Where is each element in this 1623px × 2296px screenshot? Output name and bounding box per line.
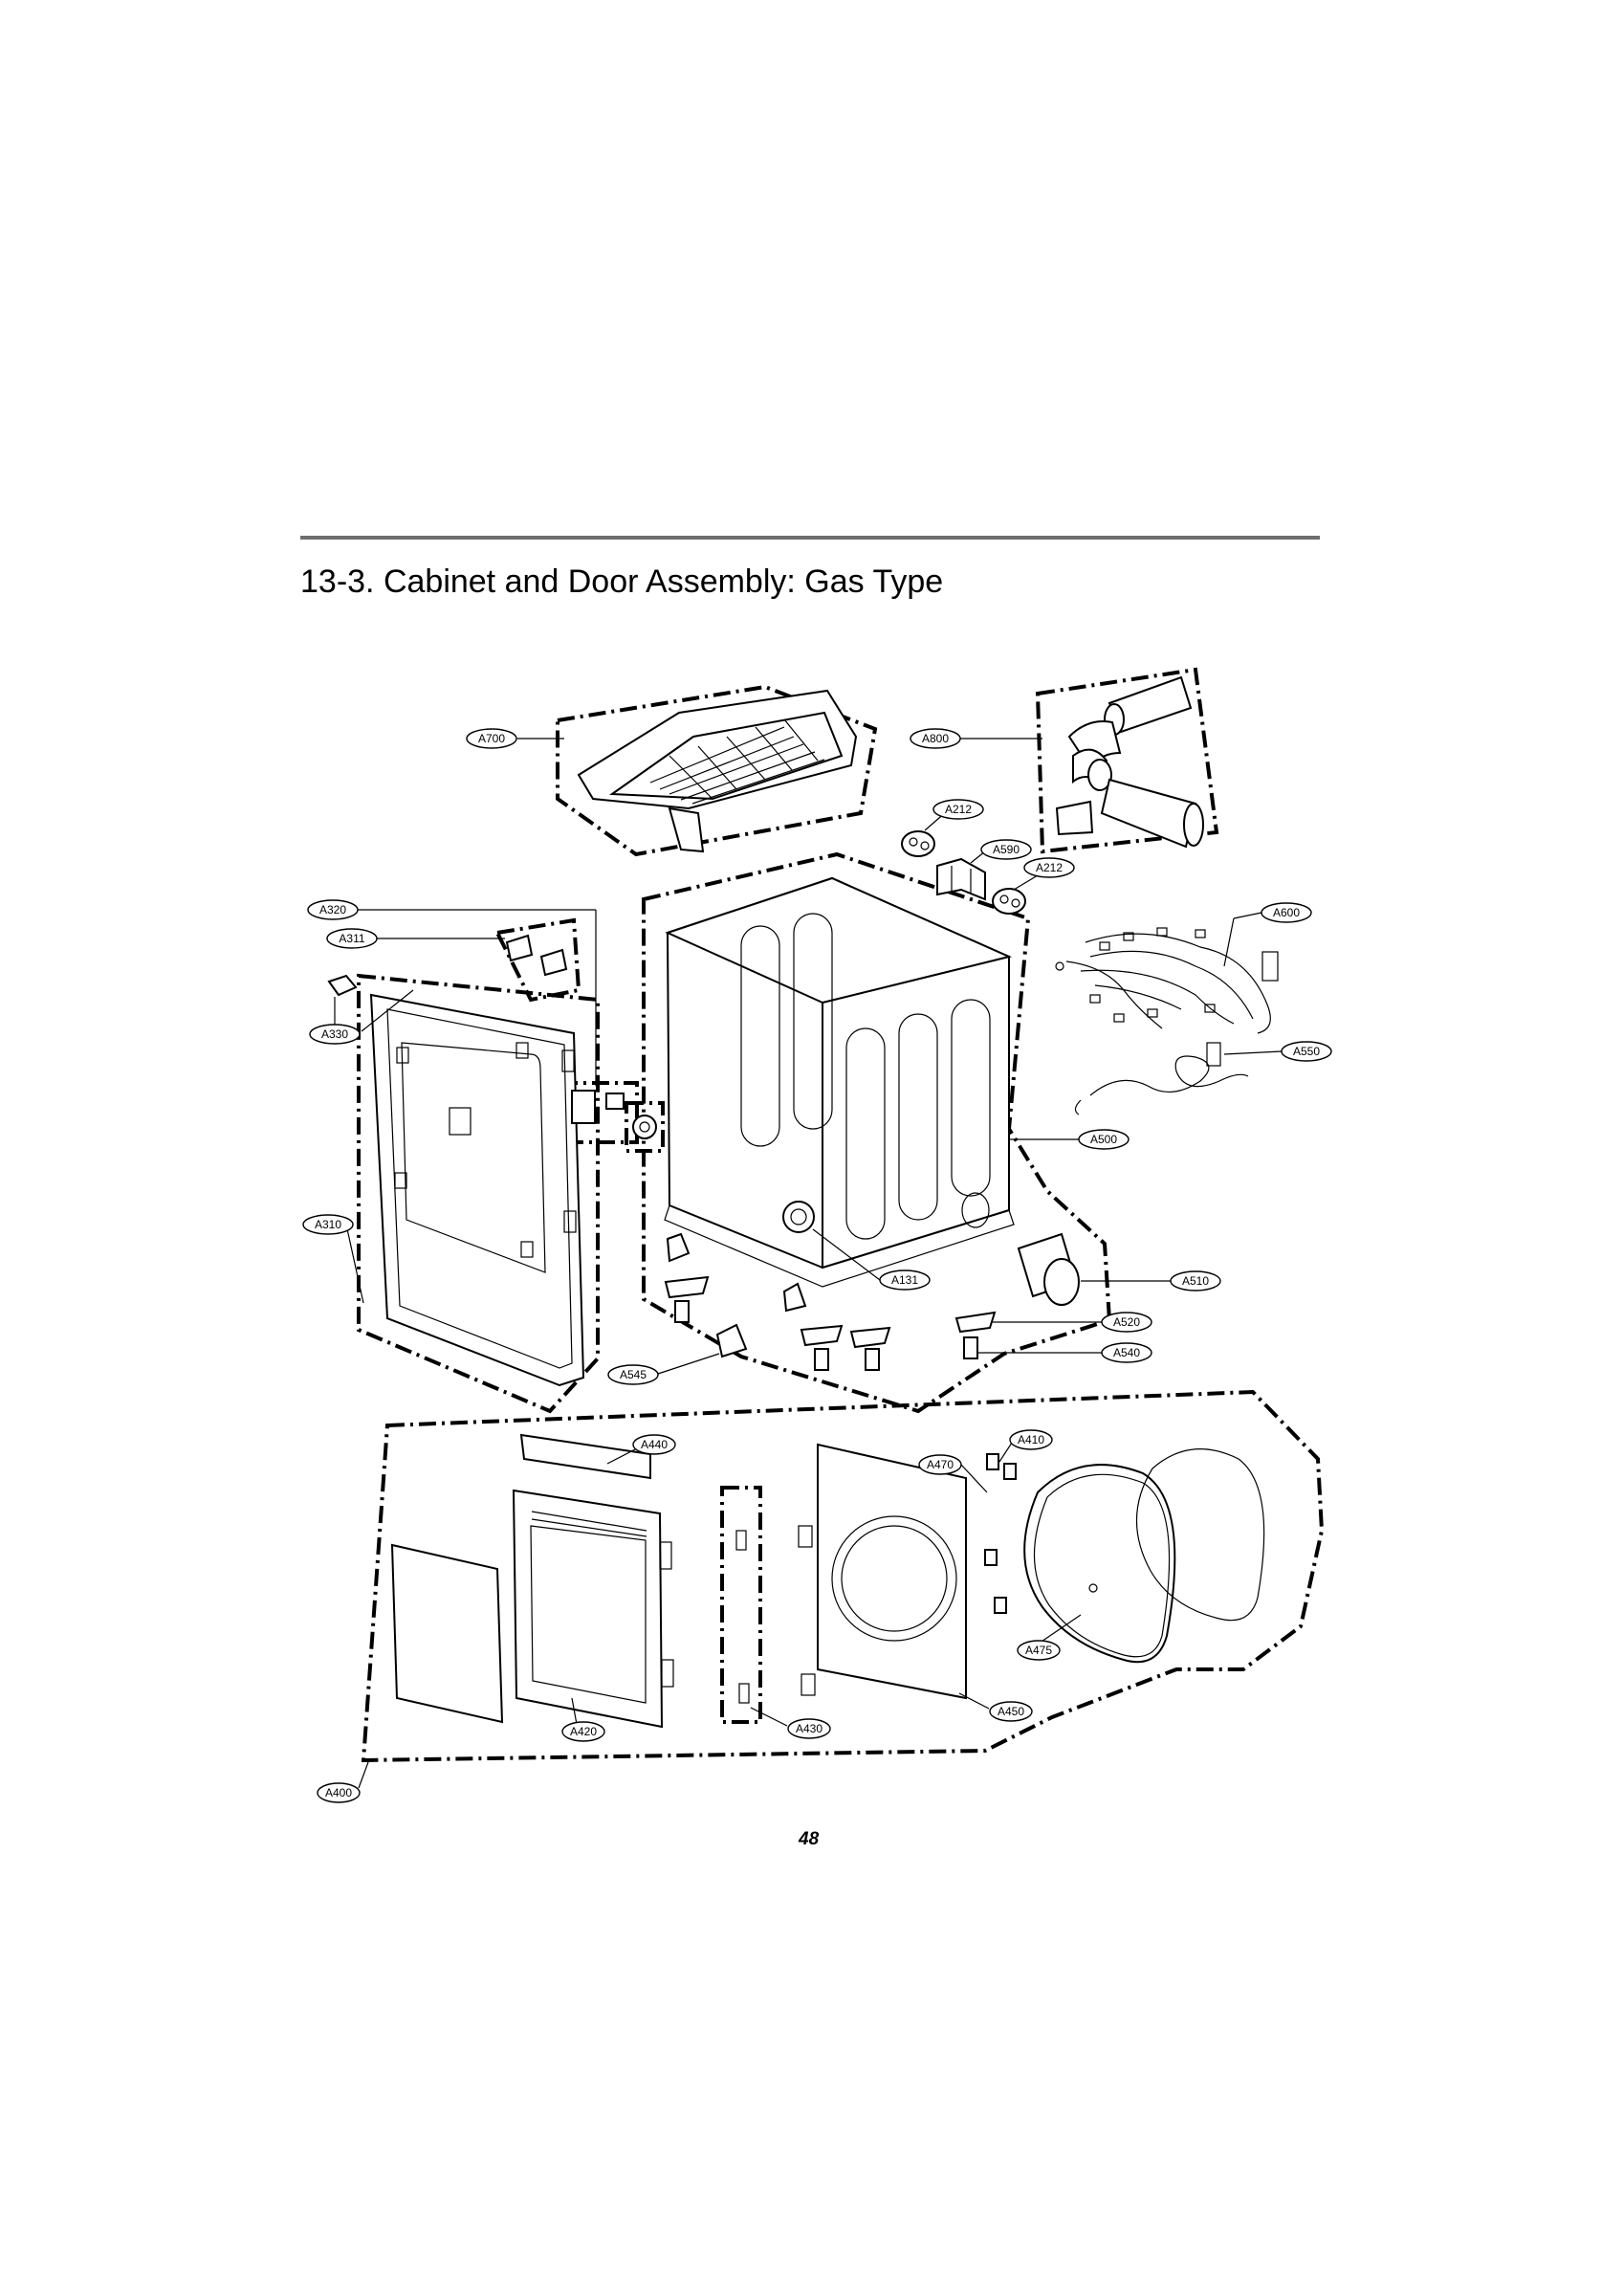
callout-a400: A400: [317, 1782, 361, 1803]
handle-part: [519, 1433, 651, 1480]
hinge-strip-part: [735, 1530, 750, 1704]
front-panel-part: [369, 993, 585, 1387]
callout-a450: A450: [989, 1701, 1033, 1722]
svg-text:A212: A212: [1036, 861, 1063, 874]
top-cover-part: [577, 689, 858, 853]
callout-a310: A310: [302, 1214, 354, 1235]
door-glass-cover-part: [390, 1543, 504, 1724]
svg-text:A800: A800: [922, 732, 949, 745]
callout-a510: A510: [1170, 1270, 1221, 1292]
svg-text:A500: A500: [1090, 1133, 1117, 1146]
leveling-feet-part: [664, 1232, 997, 1371]
door-switch-group-boundary: [559, 1081, 639, 1144]
hinge-bracket-part: [505, 934, 568, 977]
callout-a311: A311: [326, 928, 378, 949]
svg-text:A311: A311: [339, 932, 364, 945]
svg-text:A131: A131: [891, 1273, 918, 1287]
exhaust-duct-part: [1055, 675, 1204, 849]
leader-lines: [334, 738, 1283, 1789]
callout-a440: A440: [632, 1434, 676, 1455]
wire-harness-part: [1055, 927, 1279, 1034]
svg-text:A550: A550: [1293, 1045, 1320, 1058]
door-outer-frame-part: [512, 1489, 674, 1729]
svg-text:A430: A430: [796, 1722, 822, 1735]
svg-text:A410: A410: [1018, 1433, 1044, 1446]
callout-a420: A420: [561, 1721, 605, 1742]
svg-text:A450: A450: [998, 1705, 1024, 1718]
svg-text:A470: A470: [927, 1458, 954, 1471]
cabinet-part: [664, 876, 1015, 1288]
svg-text:A545: A545: [620, 1368, 647, 1381]
callout-a600: A600: [1261, 902, 1312, 923]
exhaust-duct-group-boundary: [1035, 667, 1219, 854]
callout-a131: A131: [879, 1269, 931, 1291]
callout-a212-right: A212: [1023, 857, 1075, 878]
svg-text:A540: A540: [1113, 1346, 1140, 1359]
cabinet-group-boundary: [642, 851, 1112, 1414]
svg-text:A520: A520: [1113, 1315, 1140, 1329]
door-glass-inner-part: [1135, 1448, 1265, 1622]
bracket-part-a590: [936, 857, 986, 901]
callout-a475: A475: [1017, 1640, 1061, 1661]
svg-text:A212: A212: [945, 803, 972, 816]
svg-text:A310: A310: [315, 1218, 341, 1231]
door-inner-frame-part: [798, 1443, 967, 1700]
drum-roller-group-boundary: [625, 1101, 665, 1153]
svg-text:A700: A700: [478, 732, 505, 745]
callout-a410: A410: [1009, 1429, 1053, 1450]
door-assembly-group-boundary: [361, 1389, 1325, 1763]
hinge-bracket-group-boundary: [493, 917, 581, 1003]
page-title: 13-3. Cabinet and Door Assembly: Gas Typ…: [300, 563, 944, 600]
svg-text:A330: A330: [321, 1027, 348, 1041]
vent-duct-part: [1017, 1232, 1080, 1306]
callout-a430: A430: [787, 1718, 831, 1739]
svg-text:A600: A600: [1273, 906, 1300, 919]
thermistor-part-right: [992, 888, 1026, 915]
svg-text:A320: A320: [319, 903, 346, 916]
callout-a320: A320: [307, 899, 359, 920]
svg-text:A400: A400: [325, 1786, 352, 1799]
svg-text:A590: A590: [993, 843, 1020, 856]
roller-part: [632, 1115, 657, 1139]
callout-a500: A500: [1078, 1129, 1130, 1150]
svg-text:A440: A440: [641, 1438, 668, 1451]
callout-a212-top: A212: [932, 799, 984, 820]
callout-a540: A540: [1101, 1342, 1152, 1363]
door-switch-part: [571, 1090, 625, 1124]
door-switch-door-part: [984, 1453, 1017, 1614]
svg-text:A475: A475: [1025, 1644, 1052, 1657]
svg-text:A510: A510: [1182, 1274, 1209, 1288]
latch-part: [327, 974, 358, 997]
callout-a470: A470: [918, 1454, 962, 1475]
power-cord-part: [1074, 1042, 1249, 1115]
callout-a700: A700: [466, 728, 517, 749]
callout-a330: A330: [309, 1024, 361, 1045]
callout-a800: A800: [910, 728, 961, 749]
section-divider: [300, 536, 1320, 540]
door-gasket-part: [1023, 1464, 1176, 1664]
callout-a550: A550: [1281, 1041, 1332, 1062]
callout-a590: A590: [980, 839, 1032, 860]
callout-a545: A545: [607, 1364, 659, 1385]
callout-a520: A520: [1101, 1312, 1152, 1333]
svg-text:A420: A420: [570, 1725, 597, 1738]
page-number: 48: [799, 1829, 820, 1849]
hinge-strip-group-boundary: [720, 1486, 762, 1724]
thermistor-part-top: [901, 830, 935, 857]
top-cover-group-boundary: [556, 684, 878, 857]
